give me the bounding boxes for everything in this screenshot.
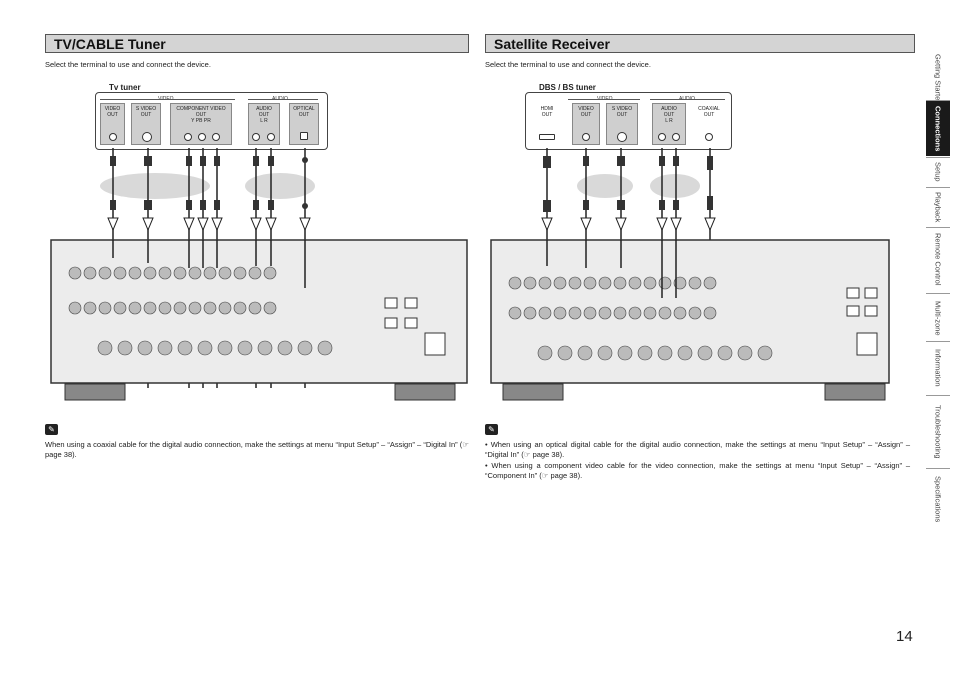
sidebar-divider bbox=[926, 227, 950, 228]
video-group-line bbox=[568, 99, 640, 100]
tab-information[interactable]: Information bbox=[933, 349, 943, 387]
pencil-note-icon: ✎ bbox=[485, 424, 498, 435]
optical-jack-icon bbox=[300, 132, 308, 140]
cable-shading bbox=[100, 173, 315, 199]
sidebar-divider bbox=[926, 157, 950, 158]
audio-r-jack-icon bbox=[672, 133, 680, 141]
sidebar-divider bbox=[926, 341, 950, 342]
section-header-right: Satellite Receiver bbox=[485, 34, 915, 53]
sidebar-divider bbox=[926, 293, 950, 294]
device-label: Tv tuner bbox=[106, 83, 144, 92]
pencil-note-icon: ✎ bbox=[45, 424, 58, 435]
section-title: TV/CABLE Tuner bbox=[54, 36, 166, 52]
note-text: • When using a component video cable for… bbox=[485, 461, 910, 480]
audio-group-line bbox=[248, 99, 318, 100]
arrows bbox=[107, 217, 311, 232]
sidebar-divider bbox=[926, 395, 950, 396]
section-header-left: TV/CABLE Tuner bbox=[45, 34, 469, 53]
component-video-out-port: COMPONENT VIDEO OUT Y PB PR bbox=[170, 103, 232, 145]
page-number: 14 bbox=[896, 628, 913, 645]
audio-l-jack-icon bbox=[658, 133, 666, 141]
note-text: • When using an optical digital cable fo… bbox=[485, 440, 910, 459]
component-pb-jack-icon bbox=[198, 133, 206, 141]
tab-specifications[interactable]: Specifications bbox=[933, 475, 943, 523]
coaxial-jack-icon bbox=[705, 133, 713, 141]
arrows bbox=[541, 217, 716, 232]
tab-setup[interactable]: Setup bbox=[933, 162, 943, 182]
audio-l-jack-icon bbox=[252, 133, 260, 141]
sidebar-divider bbox=[926, 468, 950, 469]
component-y-jack-icon bbox=[184, 133, 192, 141]
audio-out-port: AUDIO OUT L R bbox=[652, 103, 686, 145]
video-jack-icon bbox=[109, 133, 117, 141]
audio-r-jack-icon bbox=[267, 133, 275, 141]
note-text: When using a coaxial cable for the digit… bbox=[45, 440, 469, 459]
instruction-text: Select the terminal to use and connect t… bbox=[45, 60, 211, 69]
section-title: Satellite Receiver bbox=[494, 36, 610, 52]
cable-diagram-left bbox=[50, 148, 468, 401]
tab-multi-zone[interactable]: Multi-zone bbox=[933, 300, 943, 336]
receiver-rear-panel-right bbox=[490, 239, 890, 401]
receiver-rear-panel-left bbox=[50, 239, 468, 401]
sidebar-divider bbox=[926, 187, 950, 188]
device-label: DBS / BS tuner bbox=[536, 83, 599, 92]
hdmi-jack-icon bbox=[539, 134, 555, 140]
audio-group-line bbox=[650, 99, 725, 100]
plugs bbox=[543, 156, 713, 212]
instruction-text: Select the terminal to use and connect t… bbox=[485, 60, 651, 69]
tab-connections[interactable]: Connections bbox=[926, 101, 950, 156]
tab-getting-started[interactable]: Getting Started bbox=[933, 53, 943, 105]
sidebar-divider bbox=[926, 100, 950, 101]
s-video-jack-icon bbox=[617, 132, 627, 142]
cable-shading bbox=[577, 174, 700, 198]
video-group-line bbox=[100, 99, 235, 100]
cable-diagram-right bbox=[490, 148, 890, 401]
video-jack-icon bbox=[582, 133, 590, 141]
s-video-jack-icon bbox=[142, 132, 152, 142]
tab-playback[interactable]: Playback bbox=[933, 191, 943, 223]
component-pr-jack-icon bbox=[212, 133, 220, 141]
tab-troubleshooting[interactable]: Troubleshooting bbox=[933, 405, 943, 459]
tab-remote-control[interactable]: Remote Control bbox=[933, 232, 943, 286]
plugs bbox=[110, 156, 308, 210]
